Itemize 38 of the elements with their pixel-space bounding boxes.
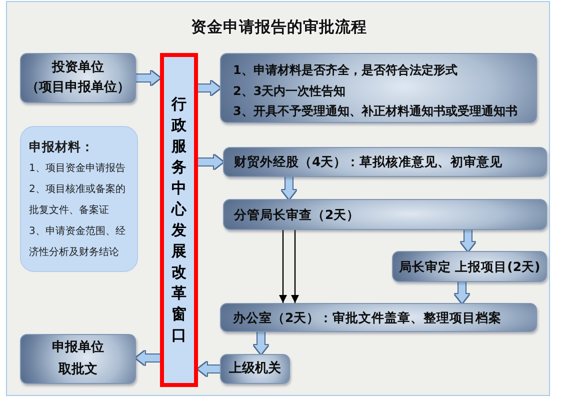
box-label: 投资单位 [52, 59, 104, 77]
box-label: 局长审定 上报项目(2天) [398, 258, 540, 274]
process-box [223, 199, 547, 230]
info-panel [20, 126, 138, 272]
list-item: 1、项目资金申请报告 [29, 162, 126, 176]
arrow [455, 282, 469, 303]
vertical-label: 行政服务中心发展改革窗口 [172, 94, 186, 346]
process-box [20, 334, 136, 384]
box-label: （项目申报单位） [26, 79, 130, 97]
box-label: 3、开具不予受理通知、补正材料通知书或受理通知书 [233, 103, 518, 120]
process-box [392, 251, 547, 282]
box-label: 申报单位取批文 [51, 339, 105, 379]
list-item: 2、项目核准或备案的批复文件、备案证 [29, 182, 126, 218]
title: 资金申请报告的审批流程 [191, 17, 367, 38]
arrow [291, 230, 299, 303]
arrow [198, 362, 220, 376]
arrow [136, 351, 160, 365]
process-box [220, 303, 537, 332]
box-label: 上级机关 [229, 361, 281, 377]
box-label: 1、申请材料是否齐全，是否符合法定形式 [233, 62, 458, 80]
arrow [254, 332, 268, 354]
arrow [461, 230, 475, 251]
arrow [198, 155, 223, 169]
arrow [198, 81, 220, 95]
list-item: 3、申请资金范围、经济性分析及财务结论 [29, 224, 126, 260]
box-label: 财贸外经股（4天）：草拟核准意见、初审意见 [234, 154, 503, 170]
process-box [220, 354, 290, 384]
arrow [136, 71, 160, 85]
vertical-panel [160, 53, 198, 387]
panel-heading: 申报材料： [29, 138, 94, 156]
box-label: 2、3天内一次性告知 [233, 82, 346, 100]
process-box [220, 53, 537, 123]
process-box [223, 147, 547, 177]
arrow [282, 177, 296, 199]
box-label: 办公室（2天）：审批文件盖章、整理项目档案 [233, 310, 502, 326]
box-label: 分管局长审查（2天） [234, 206, 360, 222]
arrow [279, 230, 287, 303]
process-box [20, 53, 136, 103]
